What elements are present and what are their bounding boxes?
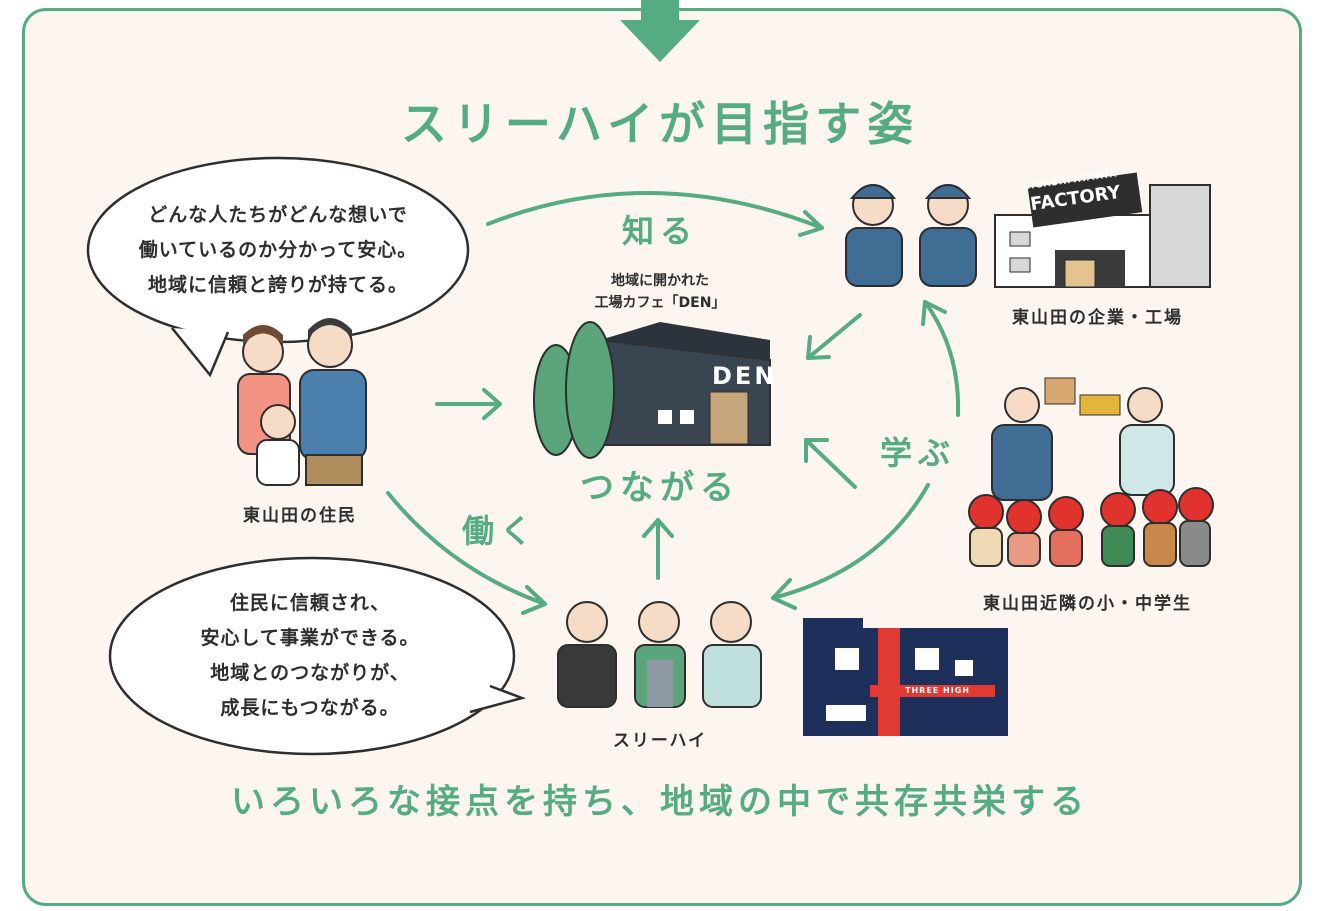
- factory-building-illustration: [994, 172, 1211, 288]
- den-caption-line2: 工場カフェ「DEN」: [594, 295, 726, 311]
- threehigh-building-illustration: [803, 618, 1008, 736]
- connect-label: つながる: [580, 468, 740, 508]
- building-sign: THREE HIGH: [905, 686, 970, 695]
- residents-family-illustration: [237, 318, 367, 486]
- bubble-bottom-line: 安心して事業ができる。: [200, 627, 420, 649]
- bubble-bottom-line: 成長にもつながる。: [220, 697, 400, 719]
- arrow-students-to-factory: [923, 300, 961, 417]
- arrow-residents-to-threehigh: [386, 491, 547, 606]
- speech-bubble-top-tail: [171, 327, 230, 378]
- speech-bubble-bottom: [108, 556, 516, 756]
- bubble-bottom-line: 住民に信頼され、: [229, 592, 391, 614]
- factory-workers-illustration: [845, 184, 977, 287]
- page-title: スリーハイが目指す姿: [400, 97, 920, 151]
- arrow-know: [486, 190, 824, 230]
- arrow-factory-to-center: [806, 313, 862, 360]
- den-caption: 地域に開かれた 工場カフェ「DEN」: [555, 270, 765, 314]
- bubble-top-line: どんな人たちがどんな想いで: [148, 204, 408, 226]
- know-label: 知る: [622, 212, 699, 250]
- den-sign: DEN: [712, 362, 778, 390]
- arrow-students-to-center: [804, 438, 857, 489]
- speech-bubble-bottom-text: 住民に信頼され、 安心して事業ができる。 地域とのつながりが、 成長にもつながる…: [110, 586, 510, 726]
- threehigh-label: スリーハイ: [612, 731, 708, 751]
- bubble-top-line: 働いているのか分かって安心。: [138, 239, 418, 261]
- speech-bubble-bottom-tail: [469, 684, 527, 714]
- den-cafe-illustration: [533, 321, 771, 459]
- top-down-arrow-icon: [620, 0, 700, 62]
- residents-label: 東山田の住民: [243, 506, 357, 526]
- den-caption-line1: 地域に開かれた: [611, 273, 709, 289]
- learn-label: 学ぶ: [880, 434, 957, 472]
- students-label: 東山田近隣の小・中学生: [983, 594, 1192, 614]
- bubble-bottom-line: 地域とのつながりが、: [210, 662, 410, 684]
- bottom-caption: いろいろな接点を持ち、地域の中で共存共栄する: [231, 782, 1089, 822]
- students-illustration: [968, 377, 1214, 567]
- work-label: 働く: [462, 512, 539, 550]
- threehigh-staff-illustration: [557, 601, 762, 708]
- bubble-top-line: 地域に信頼と誇りが持てる。: [147, 274, 408, 296]
- diagram-frame: [22, 8, 1302, 906]
- companies-label: 東山田の企業・工場: [1012, 308, 1183, 328]
- speech-bubble-top-text: どんな人たちがどんな想いで 働いているのか分かって安心。 地域に信頼と誇りが持て…: [88, 198, 468, 303]
- arrow-students-to-threehigh: [771, 483, 930, 600]
